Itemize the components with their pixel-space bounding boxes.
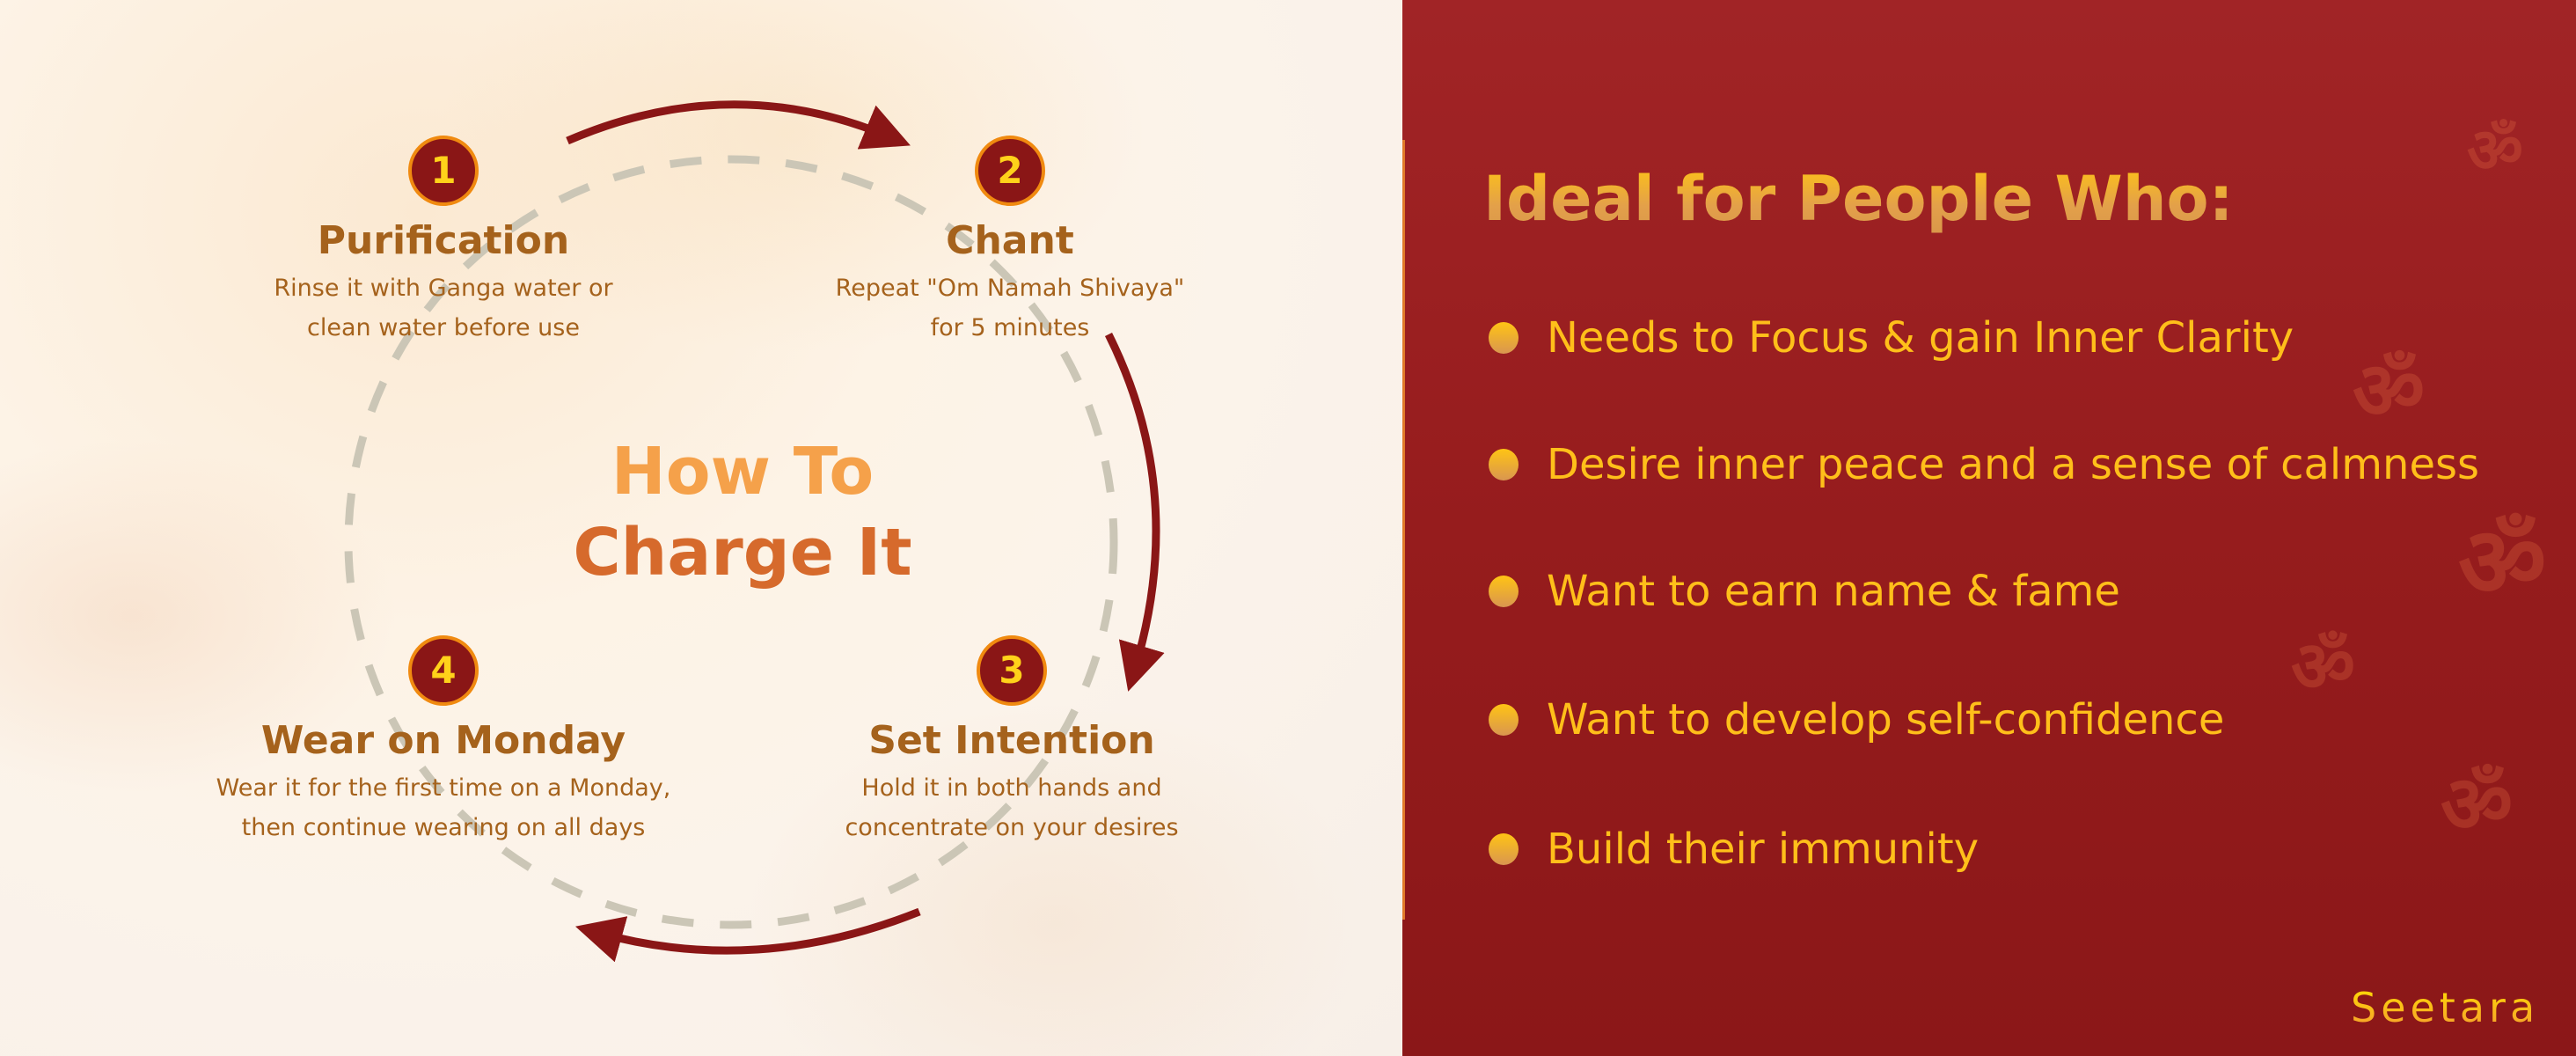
step-title: Wear on Monday (260, 718, 626, 763)
list-item-text: Build their immunity (1547, 825, 1980, 874)
om-watermark-icon: ॐ (2467, 114, 2523, 187)
list-item-text: Needs to Focus & gain Inner Clarity (1547, 313, 2294, 363)
step-wear-on-monday: 4 Wear on Monday Wear it for the first t… (162, 635, 725, 847)
ideal-for-panel: ॐ ॐ ॐ ॐ ॐ (1402, 0, 2576, 1056)
bullet-dot-icon (1489, 576, 1519, 607)
list-item: Desire inner peace and a sense of calmne… (1489, 440, 2479, 489)
om-watermark-icon: ॐ (2353, 345, 2426, 437)
step-description: Repeat "Om Namah Shivaya" for 5 minutes (835, 275, 1185, 341)
step-number-badge: 4 (408, 635, 479, 706)
step-title: Chant (946, 218, 1074, 263)
step-purification: 1 Purification Rinse it with Ganga water… (215, 136, 672, 348)
list-item-text: Desire inner peace and a sense of calmne… (1547, 440, 2479, 489)
step-set-intention: 3 Set Intention Hold it in both hands an… (783, 635, 1240, 847)
step-title: Set Intention (868, 718, 1155, 763)
step-description: Hold it in both hands and concentrate on… (845, 774, 1179, 841)
arrow-3-to-4 (574, 907, 921, 963)
step-number-badge: 2 (975, 136, 1045, 206)
center-title-line1: How To (611, 434, 875, 510)
om-watermark-icon: ॐ (2458, 506, 2547, 619)
how-to-charge-panel (0, 0, 1402, 1056)
divider-line (1402, 140, 1405, 920)
list-item-text: Want to earn name & fame (1547, 567, 2120, 616)
step-description: Rinse it with Ganga water or clean water… (274, 275, 613, 341)
ideal-heading: Ideal for People Who: (1483, 163, 2234, 235)
center-title-line2: Charge It (573, 515, 912, 590)
list-item: Build their immunity (1489, 825, 1979, 874)
arrow-1-to-2 (566, 100, 911, 150)
list-item-text: Want to develop self-confidence (1547, 695, 2225, 744)
brand-logo: Seetara (2351, 984, 2540, 1031)
step-number-badge: 1 (408, 136, 479, 206)
step-number-badge: 3 (977, 635, 1047, 706)
bullet-dot-icon (1489, 704, 1519, 736)
list-item: Want to develop self-confidence (1489, 695, 2224, 744)
cycle-diagram (344, 100, 1165, 963)
om-watermark-icon: ॐ (2441, 759, 2514, 851)
list-item: Needs to Focus & gain Inner Clarity (1489, 313, 2294, 363)
center-title: How To Charge It (573, 431, 911, 593)
bullet-dot-icon (1489, 833, 1519, 865)
step-description: Wear it for the first time on a Monday, … (216, 774, 671, 841)
step-chant: 2 Chant Repeat "Om Namah Shivaya" for 5 … (781, 136, 1239, 348)
dashed-cycle-ring (344, 155, 1118, 929)
arrow-2-to-3 (1104, 332, 1165, 692)
bullet-dot-icon (1489, 322, 1519, 354)
om-watermark-icon: ॐ (2291, 626, 2355, 708)
step-title: Purification (317, 218, 570, 263)
list-item: Want to earn name & fame (1489, 567, 2120, 616)
bullet-dot-icon (1489, 449, 1519, 480)
